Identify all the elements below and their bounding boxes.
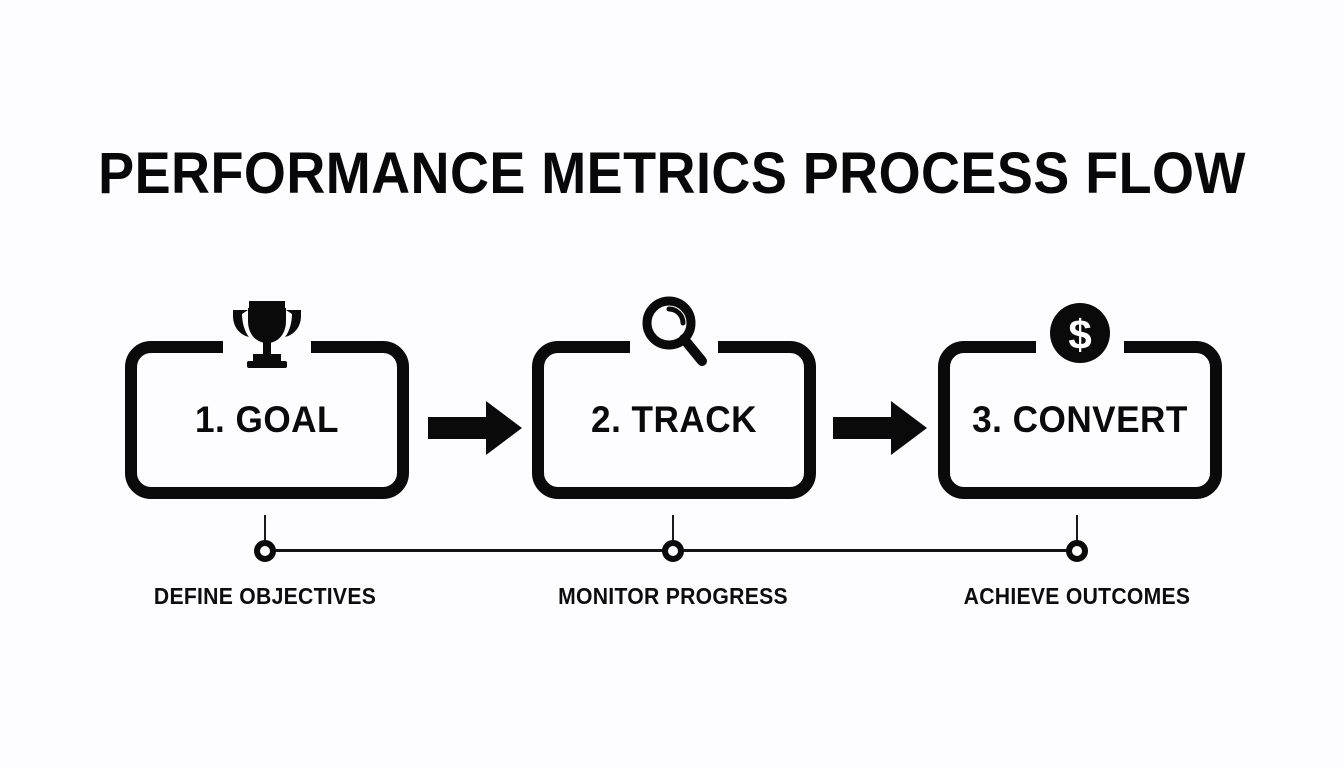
circle-node-icon [254, 540, 276, 562]
timeline-caption-3: ACHIEVE OUTCOMES [963, 583, 1191, 609]
svg-text:$: $ [1068, 311, 1091, 358]
step-3-label: 3. CONVERT [972, 399, 1188, 440]
arrow-right-icon [833, 400, 927, 456]
dollar-coin-icon: $ [1041, 291, 1119, 369]
timeline: DEFINE OBJECTIVES MONITOR PROGRESS ACHIE… [0, 515, 1344, 625]
timeline-stem [1076, 515, 1078, 545]
circle-node-icon [1066, 540, 1088, 562]
process-step-2[interactable]: 2. TRACK [532, 296, 816, 499]
timeline-caption-1: DEFINE OBJECTIVES [153, 583, 377, 609]
timeline-stem [264, 515, 266, 545]
timeline-caption-2: MONITOR PROGRESS [558, 583, 788, 609]
page-title: PERFORMANCE METRICS PROCESS FLOW [98, 141, 1246, 206]
process-step-1[interactable]: 1. GOAL [125, 301, 409, 499]
arrow-right-icon [428, 400, 522, 456]
magnifier-icon [635, 291, 713, 369]
timeline-stem [672, 515, 674, 545]
circle-node-icon [662, 540, 684, 562]
step-1-label: 1. GOAL [195, 399, 339, 440]
step-2-label: 2. TRACK [591, 399, 757, 440]
process-step-3[interactable]: $ 3. CONVERT [938, 303, 1222, 499]
trophy-icon [228, 291, 306, 369]
